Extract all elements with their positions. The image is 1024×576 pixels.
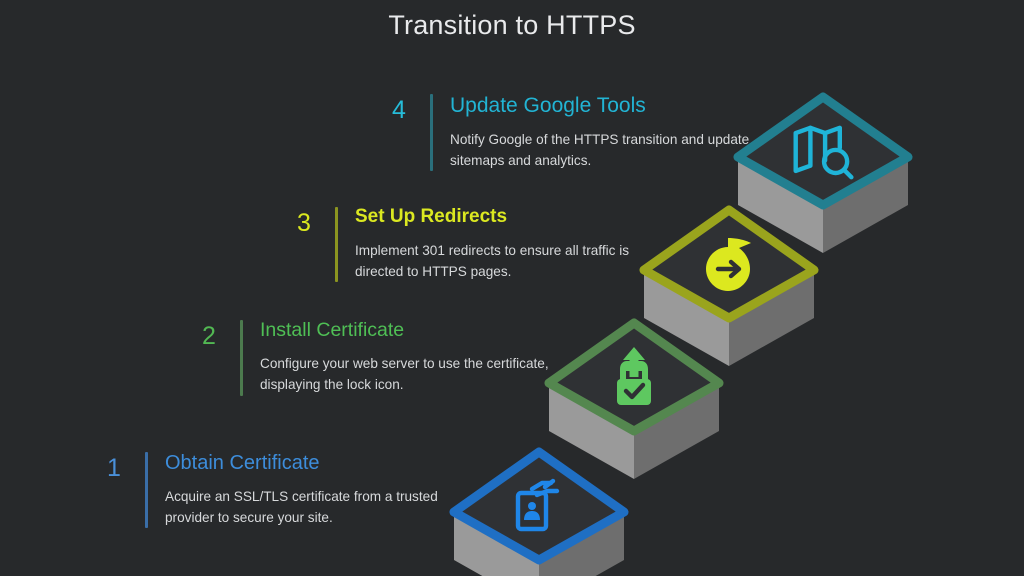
step-4-number: 4 xyxy=(392,96,406,124)
lock-upload-check-icon xyxy=(617,347,651,405)
step-4-description: Notify Google of the HTTPS transition an… xyxy=(450,132,750,168)
step-1: 1 Obtain Certificate Acquire an SSL/TLS … xyxy=(97,452,469,529)
step-4-accent-bar xyxy=(430,94,433,172)
lock-shackle-left xyxy=(620,361,630,381)
id-badge-card xyxy=(515,490,549,532)
step-2-description: Configure your web server to use the cer… xyxy=(260,356,549,393)
stair-block-3-top xyxy=(639,205,819,323)
step-4-heading: Update Google Tools xyxy=(450,94,646,117)
stair-block-2-side-right xyxy=(634,383,719,479)
step-1-heading: Obtain Certificate xyxy=(165,452,320,474)
stair-block-3-side-left xyxy=(644,270,729,366)
step-1-number: 1 xyxy=(107,454,121,482)
stair-block-4 xyxy=(733,92,913,253)
redirect-arrow-icon-body xyxy=(706,238,751,291)
step-2: 2 Install Certificate Configure your web… xyxy=(192,319,564,396)
redirect-arrow-icon-glyph xyxy=(715,259,742,279)
step-3: 3 Set Up Redirects Implement 301 redirec… xyxy=(287,206,659,283)
lock-shackle-right xyxy=(638,361,648,381)
map-search-icon xyxy=(793,125,854,180)
step-4: 4 Update Google Tools Notify Google of t… xyxy=(382,94,754,172)
step-4-body: Update Google Tools Notify Google of the… xyxy=(450,94,754,171)
id-badge-hand xyxy=(529,478,560,498)
stair-block-4-side-right xyxy=(823,157,908,253)
lock-up-arrow xyxy=(623,347,645,377)
step-1-description: Acquire an SSL/TLS certificate from a tr… xyxy=(165,489,438,525)
stair-block-3-side-right xyxy=(729,270,814,366)
id-badge-head xyxy=(528,502,536,510)
redirect-arrow-icon xyxy=(706,238,751,291)
stair-block-1 xyxy=(449,447,629,576)
id-badge-hand-icon xyxy=(515,478,560,532)
step-3-number: 3 xyxy=(297,209,311,237)
step-2-number: 2 xyxy=(202,322,216,350)
stair-block-2-side-left xyxy=(549,383,634,479)
stair-block-1-side-right xyxy=(539,512,624,576)
stair-block-1-top xyxy=(449,447,629,565)
step-2-accent-bar xyxy=(240,320,243,396)
lock-checkmark xyxy=(623,382,646,400)
step-2-heading: Install Certificate xyxy=(260,319,405,341)
step-3-heading: Set Up Redirects xyxy=(355,206,508,227)
page-title: Transition to HTTPS xyxy=(388,10,636,40)
step-1-body: Obtain Certificate Acquire an SSL/TLS ce… xyxy=(165,452,469,528)
step-2-body: Install Certificate Configure your web s… xyxy=(260,319,564,396)
stair-block-4-top xyxy=(733,92,913,210)
lock-body xyxy=(617,379,651,405)
step-1-accent-bar xyxy=(145,452,148,529)
step-3-accent-bar xyxy=(335,207,338,283)
stair-block-2-top xyxy=(544,318,724,436)
step-3-body: Set Up Redirects Implement 301 redirects… xyxy=(355,206,659,282)
stair-block-2 xyxy=(544,318,724,479)
step-3-description: Implement 301 redirects to ensure all tr… xyxy=(355,242,630,279)
id-badge-shoulders xyxy=(524,511,540,520)
stair-block-3 xyxy=(639,205,819,366)
